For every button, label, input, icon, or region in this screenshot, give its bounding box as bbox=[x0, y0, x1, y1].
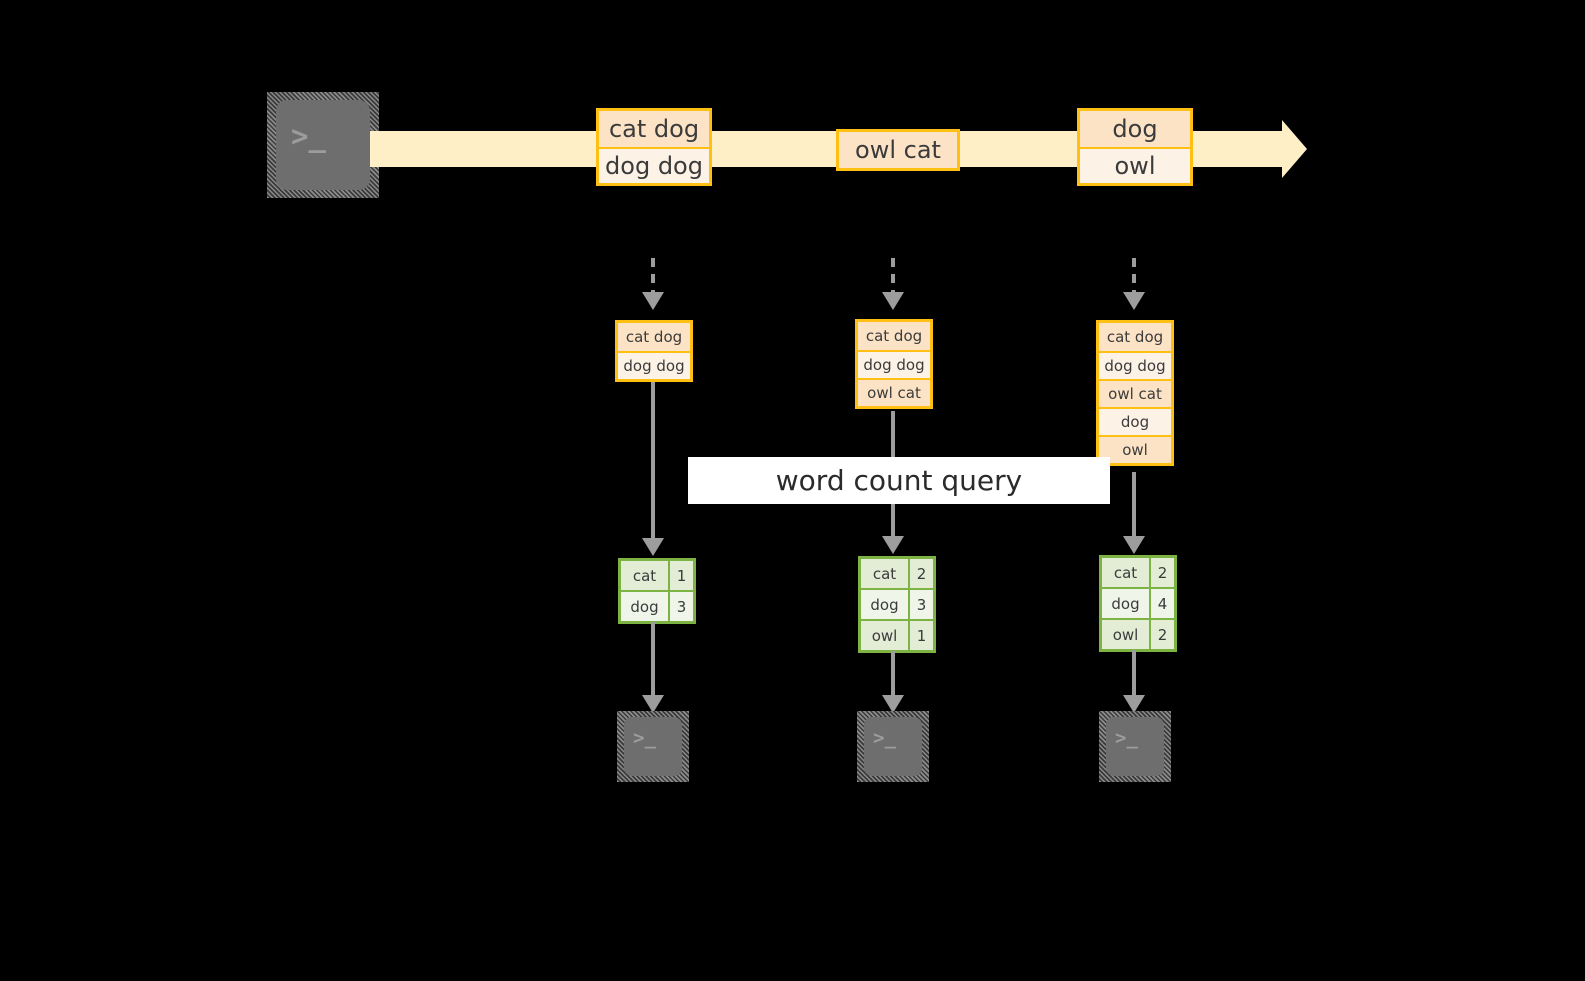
terminal-screen bbox=[864, 717, 922, 776]
sink-arrowhead-3 bbox=[1123, 695, 1145, 713]
word-cell: dog bbox=[861, 590, 908, 619]
query-arrowhead-3 bbox=[1123, 536, 1145, 554]
input-line: dog dog bbox=[1099, 351, 1171, 379]
input-line: dog dog bbox=[618, 351, 690, 379]
sink-arrowhead-2 bbox=[882, 695, 904, 713]
record-line: dog bbox=[1080, 111, 1190, 147]
input-line: dog bbox=[1099, 407, 1171, 435]
query-banner-label: word count query bbox=[775, 464, 1023, 497]
tap-arrowhead-3 bbox=[1123, 292, 1145, 310]
snapshot-t3-result-table: cat 2 dog 4 owl 2 bbox=[1099, 555, 1177, 652]
count-cell: 2 bbox=[1149, 558, 1174, 587]
table-row: dog 4 bbox=[1102, 587, 1174, 618]
query-arrowhead-1 bbox=[642, 538, 664, 556]
snapshot-t2-result-table: cat 2 dog 3 owl 1 bbox=[858, 556, 936, 653]
sink-arrowhead-1 bbox=[642, 695, 664, 713]
input-line: owl cat bbox=[1099, 379, 1171, 407]
terminal-screen bbox=[624, 717, 682, 776]
sink-line-2 bbox=[891, 651, 895, 700]
count-cell: 4 bbox=[1149, 589, 1174, 618]
input-line: cat dog bbox=[618, 323, 690, 351]
word-cell: cat bbox=[621, 561, 668, 590]
query-line-1 bbox=[651, 382, 655, 544]
query-banner: word count query bbox=[688, 457, 1110, 504]
table-row: dog 3 bbox=[861, 588, 933, 619]
terminal-prompt-glyph: >_ bbox=[633, 727, 656, 749]
terminal-screen bbox=[276, 100, 370, 190]
tap-arrowhead-1 bbox=[642, 292, 664, 310]
sink-terminal-icon-1: >_ bbox=[617, 711, 689, 782]
stream-arrowhead bbox=[1282, 120, 1310, 178]
snapshot-t3-input-box: cat dog dog dog owl cat dog owl bbox=[1096, 320, 1174, 466]
record-line: owl bbox=[1080, 147, 1190, 183]
count-cell: 1 bbox=[908, 621, 933, 650]
word-cell: owl bbox=[861, 621, 908, 650]
word-cell: cat bbox=[861, 559, 908, 588]
query-arrowhead-2 bbox=[882, 536, 904, 554]
record-line: cat dog bbox=[599, 111, 709, 147]
table-row: owl 2 bbox=[1102, 618, 1174, 649]
word-cell: dog bbox=[621, 592, 668, 621]
tap-line-3 bbox=[1132, 258, 1136, 294]
record-line: dog dog bbox=[599, 147, 709, 183]
word-cell: cat bbox=[1102, 558, 1149, 587]
count-cell: 3 bbox=[668, 592, 693, 621]
count-cell: 3 bbox=[908, 590, 933, 619]
sink-line-1 bbox=[651, 622, 655, 700]
snapshot-t2-input-box: cat dog dog dog owl cat bbox=[855, 319, 933, 409]
table-row: cat 2 bbox=[1102, 558, 1174, 587]
table-row: cat 2 bbox=[861, 559, 933, 588]
table-row: owl 1 bbox=[861, 619, 933, 650]
tap-arrowhead-2 bbox=[882, 292, 904, 310]
input-line: cat dog bbox=[858, 322, 930, 350]
sink-terminal-icon-2: >_ bbox=[857, 711, 929, 782]
table-row: cat 1 bbox=[621, 561, 693, 590]
record-line: owl cat bbox=[839, 132, 957, 168]
tap-line-1 bbox=[651, 258, 655, 294]
input-line: cat dog bbox=[1099, 323, 1171, 351]
count-cell: 1 bbox=[668, 561, 693, 590]
stream-record-3: dog owl bbox=[1077, 108, 1193, 186]
sink-terminal-icon-3: >_ bbox=[1099, 711, 1171, 782]
tap-line-2 bbox=[891, 258, 895, 294]
count-cell: 2 bbox=[1149, 620, 1174, 649]
source-terminal-icon: >_ bbox=[267, 92, 379, 198]
snapshot-t1-result-table: cat 1 dog 3 bbox=[618, 558, 696, 624]
snapshot-t1-input-box: cat dog dog dog bbox=[615, 320, 693, 382]
input-line: owl bbox=[1099, 435, 1171, 463]
query-line-3 bbox=[1132, 472, 1136, 542]
stream-record-2: owl cat bbox=[836, 129, 960, 171]
sink-line-3 bbox=[1132, 650, 1136, 700]
input-line: owl cat bbox=[858, 378, 930, 406]
stream-record-1: cat dog dog dog bbox=[596, 108, 712, 186]
terminal-screen bbox=[1106, 717, 1164, 776]
word-cell: owl bbox=[1102, 620, 1149, 649]
word-cell: dog bbox=[1102, 589, 1149, 618]
table-row: dog 3 bbox=[621, 590, 693, 621]
count-cell: 2 bbox=[908, 559, 933, 588]
input-line: dog dog bbox=[858, 350, 930, 378]
terminal-prompt-glyph: >_ bbox=[291, 119, 326, 153]
terminal-prompt-glyph: >_ bbox=[873, 727, 896, 749]
terminal-prompt-glyph: >_ bbox=[1115, 727, 1138, 749]
